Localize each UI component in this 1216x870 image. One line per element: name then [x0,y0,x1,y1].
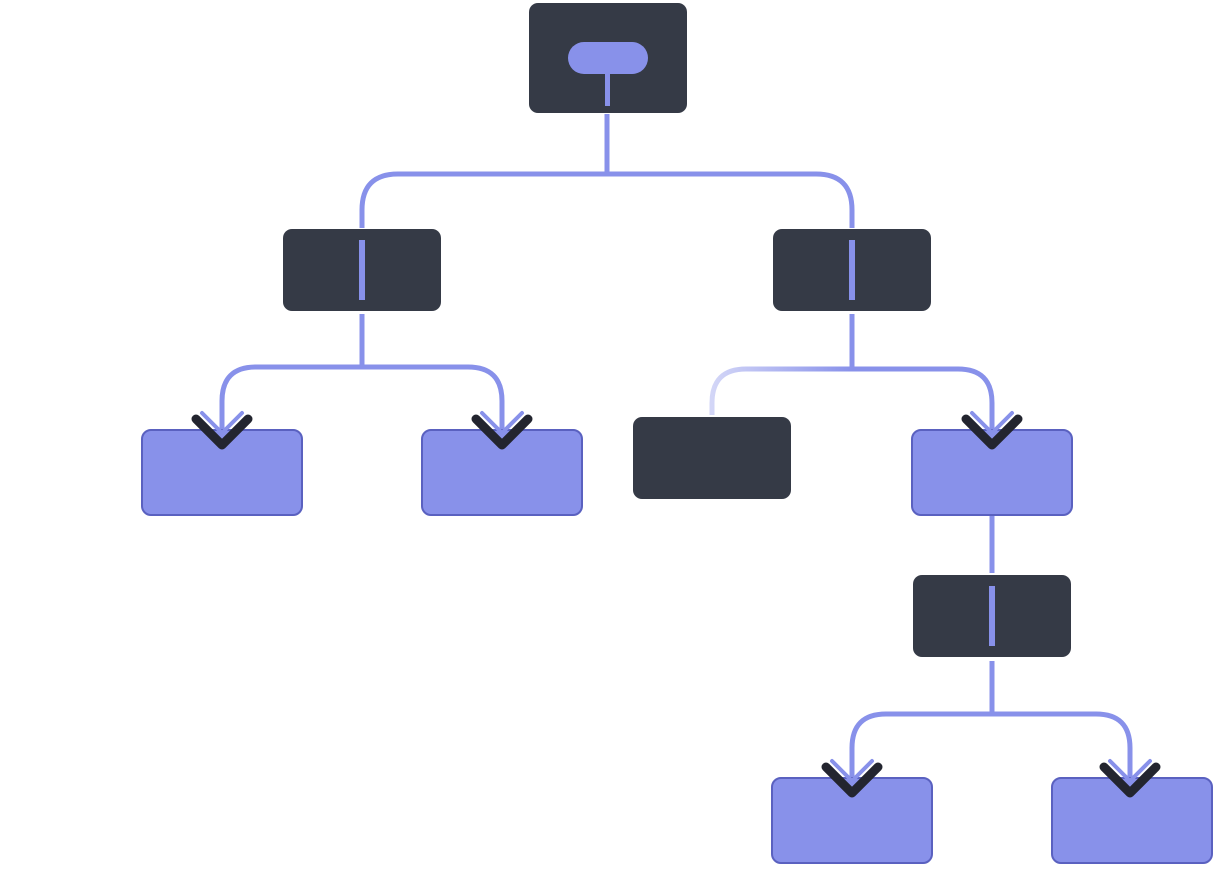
node-deep-leaf-1 [771,777,933,864]
arrowhead-right-leaf-2 [961,411,1023,450]
node-right-leaf-faded-box [633,417,791,499]
node-root-pill-marker [568,42,648,74]
arrowhead-left-leaf-1 [191,411,253,450]
arrowhead-left-leaf-2 [471,411,533,450]
node-right-branch-bar-marker [849,240,855,300]
edge-left-branch-left-leaf-1 [219,364,362,430]
edge-root-right-branch [607,171,855,228]
edge-right-branch-right-leaf-faded [709,366,852,415]
node-root [529,3,687,113]
node-left-leaf-2 [421,429,583,516]
node-right-leaf-2 [911,429,1073,516]
node-left-branch-bar-marker [359,240,365,300]
arrowhead-deep-leaf-1 [821,759,883,798]
node-left-branch [283,229,441,311]
node-left-leaf-1 [141,429,303,516]
edge-deep-branch-deep-leaf-2 [992,711,1133,778]
edge-left-branch-left-leaf-2 [362,364,505,430]
connectors [219,114,1133,778]
arrowhead-deep-leaf-2 [1099,759,1161,798]
edge-deep-branch-deep-leaf-1 [849,711,992,778]
node-root-marker-stem [605,72,610,106]
node-deep-branch [913,575,1071,657]
edge-root-left-branch [359,171,607,228]
node-right-branch [773,229,931,311]
node-deep-branch-bar-marker [989,586,995,646]
edge-right-branch-right-leaf-2 [852,366,995,430]
node-right-leaf-faded [633,417,791,499]
